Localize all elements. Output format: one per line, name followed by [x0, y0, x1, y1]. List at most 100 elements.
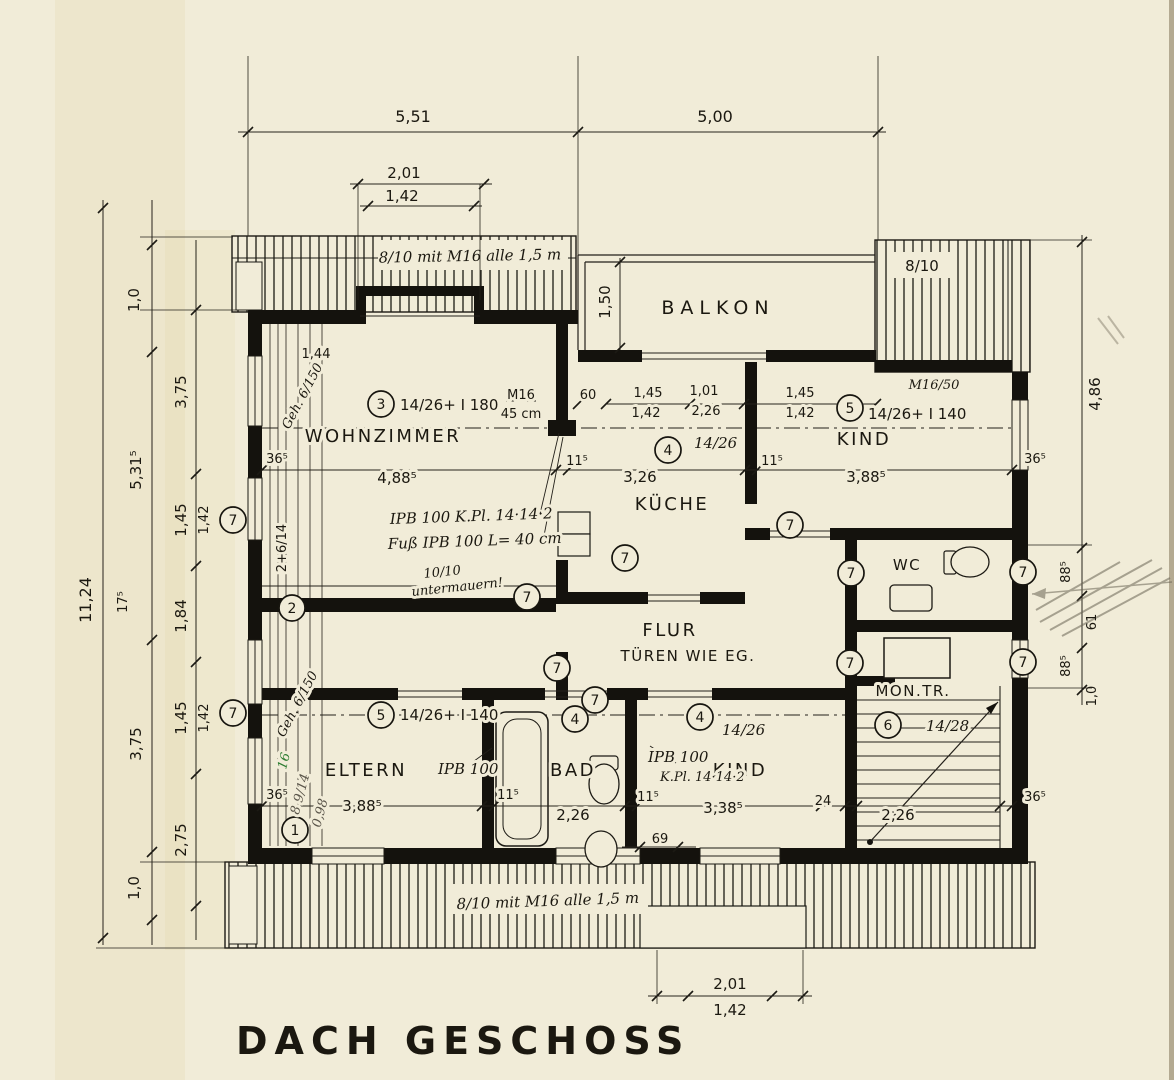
dim-bot-3385: 3,38⁵ [703, 799, 742, 817]
dim-left-10-top: 1,0 [125, 288, 143, 312]
room-label-flur: FLUR [642, 620, 697, 641]
dim-right-486: 4,86 [1086, 377, 1104, 410]
balcony-outline [577, 254, 875, 350]
marker-7: 7 [1019, 655, 1028, 671]
dim-bottom-142: 1,42 [713, 1001, 746, 1019]
dim-mid-326: 3,26 [623, 468, 656, 486]
sink-wc [889, 584, 933, 612]
dim-top-551: 5,51 [395, 107, 431, 126]
sink-bad [584, 830, 618, 868]
dim-left-175: 17⁵ [116, 591, 131, 613]
knee-wall-lines [269, 324, 323, 846]
dim-open-142a: 1,42 [632, 406, 661, 421]
toilet-bad [588, 763, 620, 805]
room-label-eltern: ELTERN [325, 760, 407, 781]
kitchen-unit [557, 511, 591, 535]
hatched-wall-bands [224, 235, 1036, 949]
dim-right-885a: 88⁵ [1059, 561, 1074, 583]
beam-axes [262, 427, 1012, 716]
staircase [857, 686, 1001, 848]
fixtures [495, 511, 990, 868]
marker-6: 6 [884, 718, 893, 734]
dim-mid-3885: 3,88⁵ [846, 468, 885, 486]
dim-top-142: 1,42 [385, 187, 418, 205]
note-joists: 2+6/14 [275, 524, 290, 572]
note-m16-50: M16/50 [908, 378, 960, 393]
note-m16: M16 [507, 388, 535, 403]
dim-left-1124: 11,24 [76, 577, 95, 623]
dim-bot-115a: 11⁵ [497, 788, 519, 803]
dim-door-69: 69 [652, 832, 669, 847]
dim-open-226: 2,26 [692, 404, 721, 419]
room-label-bad: BAD [550, 760, 596, 781]
room-label-wohnzimmer: WOHNZIMMER [305, 426, 462, 447]
note-ipb-kind-b: K.Pl. 14·14·2 [659, 770, 745, 785]
room-label-wc: WC [893, 556, 921, 574]
marker-5b: 5 [377, 708, 386, 724]
marker-7: 7 [621, 551, 630, 567]
dim-bot-3885: 3,88⁵ [342, 797, 381, 815]
dim-mid-115b: 11⁵ [761, 454, 783, 469]
dim-bot-365b: 36⁵ [1024, 790, 1046, 805]
dim-right-885b: 88⁵ [1059, 655, 1074, 677]
dim-left-184: 1,84 [172, 599, 190, 632]
marker-7: 7 [846, 656, 855, 672]
marker-4: 4 [664, 443, 673, 459]
marker-7: 7 [553, 661, 562, 677]
dim-left-145-top: 1,45 [172, 503, 190, 536]
marker-7: 7 [786, 518, 795, 534]
note-ipb-kind-a: IPB 100 [647, 748, 709, 766]
dim-bot-24: 24 [815, 794, 832, 809]
dim-mid-4885: 4,88⁵ [377, 469, 416, 487]
dim-bot-115b: 11⁵ [637, 790, 659, 805]
room-labels: BALKON WOHNZIMMER KÜCHE KIND WC FLUR TÜR… [302, 297, 952, 784]
dim-left-142-top: 1,42 [197, 506, 212, 535]
marker-7: 7 [847, 566, 856, 582]
room-label-kind-top: KIND [837, 429, 891, 450]
marker-3: 3 [377, 397, 386, 413]
dim-open-60: 60 [580, 388, 597, 403]
note-beam6: 14/28 [926, 717, 969, 735]
dim-mid-115a: 11⁵ [566, 454, 588, 469]
dim-left-142-bottom: 1,42 [197, 704, 212, 733]
room-label-kueche: KÜCHE [635, 493, 709, 515]
dim-right-10: 1,0 [1085, 686, 1100, 707]
dim-bot-226b: 2,26 [881, 806, 914, 824]
dim-top-201: 2,01 [387, 164, 420, 182]
marker-4b: 4 [571, 712, 580, 728]
toilet-wc [950, 546, 990, 578]
dim-bottom-201: 2,01 [713, 975, 746, 993]
dim-misc-144: 1,44 [302, 347, 331, 362]
dim-left-5315: 5,31⁵ [127, 450, 145, 489]
dim-left-275: 2,75 [172, 823, 190, 856]
chimney-block [883, 637, 951, 679]
note-beam4-top: 14/26 [694, 434, 738, 452]
marker-7: 7 [1019, 565, 1028, 581]
position-marker-numbers: 3 5 4 2 5 4 4 6 1 7 7 7 7 7 7 7 7 7 7 7 [229, 397, 1028, 839]
marker-7: 7 [229, 706, 238, 722]
room-label-kind-bottom: KIND [713, 760, 767, 781]
marker-1: 1 [291, 823, 300, 839]
room-label-flur-note: TÜREN WIE EG. [620, 646, 756, 665]
dim-open-145a: 1,45 [634, 386, 663, 401]
marker-7: 7 [523, 590, 532, 606]
note-m16-len: 45 cm [501, 407, 542, 422]
dim-open-101: 1,01 [690, 384, 719, 399]
dim-left-145-bottom: 1,45 [172, 701, 190, 734]
dim-left-10-bottom: 1,0 [125, 876, 143, 900]
pencil-scribbles [1031, 559, 1173, 637]
marker-7: 7 [229, 513, 238, 529]
position-markers [219, 390, 1037, 844]
dim-mid-365b: 36⁵ [1024, 452, 1046, 467]
marker-7: 7 [591, 693, 600, 709]
marker-2: 2 [288, 601, 297, 617]
dim-mid-365a: 36⁵ [266, 452, 288, 467]
dimension-texts: 5,51 5,00 2,01 1,42 2,01 1,42 1,0 3,75 5… [76, 107, 1104, 1019]
marker-4c: 4 [696, 710, 705, 726]
dimension-lines [96, 56, 1092, 1004]
note-beam5-top: 14/26+ I 140 [868, 405, 966, 423]
note-anchor-top: 8/10 mit M16 alle 1,5 m [379, 245, 562, 266]
dim-bot-226a: 2,26 [556, 806, 589, 824]
